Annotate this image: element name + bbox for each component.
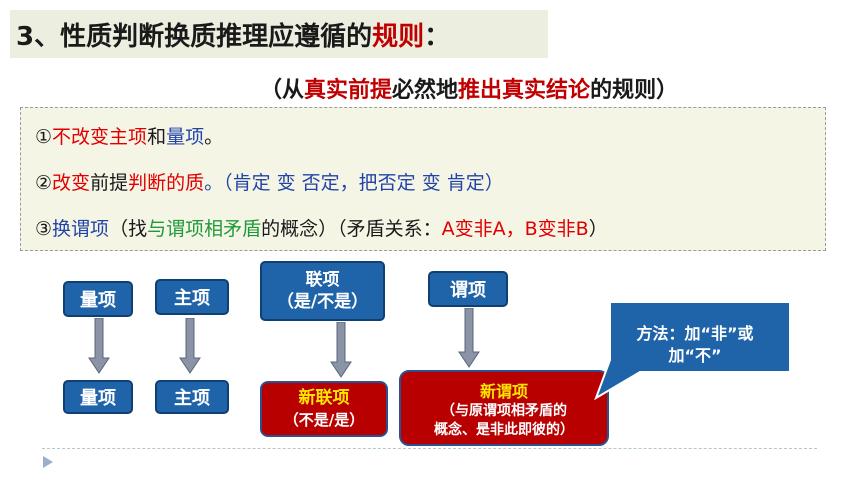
footer-divider: [42, 448, 817, 449]
rule-text: 的概念）（矛盾关系：: [261, 218, 442, 240]
page-title: 3、性质判断换质推理应遵循的规则：: [16, 16, 450, 53]
quantifier-box: 量项: [63, 281, 133, 317]
rule-1: ①不改变主项和量项。: [35, 122, 223, 149]
rule-text: 换谓项: [52, 218, 110, 240]
rule-text: 改变: [52, 172, 91, 194]
rule-number: ①: [35, 126, 53, 148]
subtitle-part: 的规则）: [590, 77, 679, 103]
box-label: 新联项: [298, 388, 350, 408]
method-callout: [594, 301, 791, 400]
subtitle-highlight: 推出真实结论: [458, 77, 591, 103]
rule-3: ③换谓项（找与谓项相矛盾的概念）（矛盾关系：A变非A，B变非B）: [35, 214, 608, 241]
rule-text: 。: [204, 126, 224, 148]
box-label: 量项: [80, 388, 116, 409]
copula-box: 联项（是/不是）: [260, 261, 385, 321]
box-label: 概念、是非此即彼的）: [434, 422, 574, 438]
subtitle-highlight: 真实前提: [304, 77, 393, 103]
box-label: 新谓项: [479, 382, 528, 401]
title-suffix: ：: [424, 22, 451, 52]
rule-text: （找: [109, 218, 148, 240]
rule-text: 量项: [166, 126, 205, 148]
title-highlight: 规则: [372, 22, 425, 52]
box-label: （不是/是）: [283, 411, 365, 429]
subtitle-part: （从: [260, 77, 305, 103]
new-quantifier-box: 量项: [63, 380, 133, 414]
rule-text: ）: [588, 218, 608, 240]
rule-text: 。（肯定 变 否定，把否定 变 肯定）: [204, 172, 504, 194]
new-copula-box: 新联项 （不是/是）: [260, 381, 388, 437]
box-label: （与原谓项相矛盾的: [441, 403, 567, 419]
rules-box: ①不改变主项和量项。 ②改变前提判断的质。（肯定 变 否定，把否定 变 肯定） …: [20, 107, 826, 251]
box-label: 主项: [174, 288, 210, 309]
box-label: 主项: [174, 388, 210, 409]
rule-text: 与谓项相矛盾: [147, 218, 262, 240]
down-arrow-subject: [179, 318, 201, 374]
down-arrow-predicate: [458, 308, 480, 368]
box-label: 谓项: [450, 280, 486, 301]
subtitle: （从真实前提必然地推出真实结论的规则）: [260, 72, 678, 104]
box-label: （是/不是）: [276, 292, 369, 312]
new-subject-box: 主项: [155, 380, 229, 414]
predicate-box: 谓项: [428, 271, 508, 307]
down-arrow-quantifier: [88, 318, 110, 374]
callout-line: 方法：加“非”或: [636, 324, 754, 343]
subtitle-part: 必然地: [392, 77, 459, 103]
rule-2: ②改变前提判断的质。（肯定 变 否定，把否定 变 肯定）: [35, 168, 504, 195]
box-label: 量项: [80, 290, 116, 311]
box-label: 联项: [305, 270, 340, 290]
subject-box: 主项: [155, 279, 229, 315]
new-predicate-box: 新谓项 （与原谓项相矛盾的概念、是非此即彼的）: [399, 370, 609, 446]
rule-number: ③: [35, 218, 53, 240]
rule-text: 不改变主项: [52, 126, 148, 148]
title-banner: [10, 10, 548, 58]
callout-line: 加“不”: [668, 346, 722, 365]
rule-text: A变非A，B变非B: [441, 218, 589, 240]
rule-text: 前提: [90, 172, 129, 194]
rule-text: 和: [147, 126, 167, 148]
rule-text: 判断的质: [128, 172, 205, 194]
play-triangle-icon: [43, 456, 53, 468]
rule-number: ②: [35, 172, 53, 194]
down-arrow-copula: [330, 322, 352, 378]
title-prefix: 3、性质判断换质推理应遵循的: [16, 22, 373, 52]
method-callout-text: 方法：加“非”或加“不”: [606, 323, 784, 367]
